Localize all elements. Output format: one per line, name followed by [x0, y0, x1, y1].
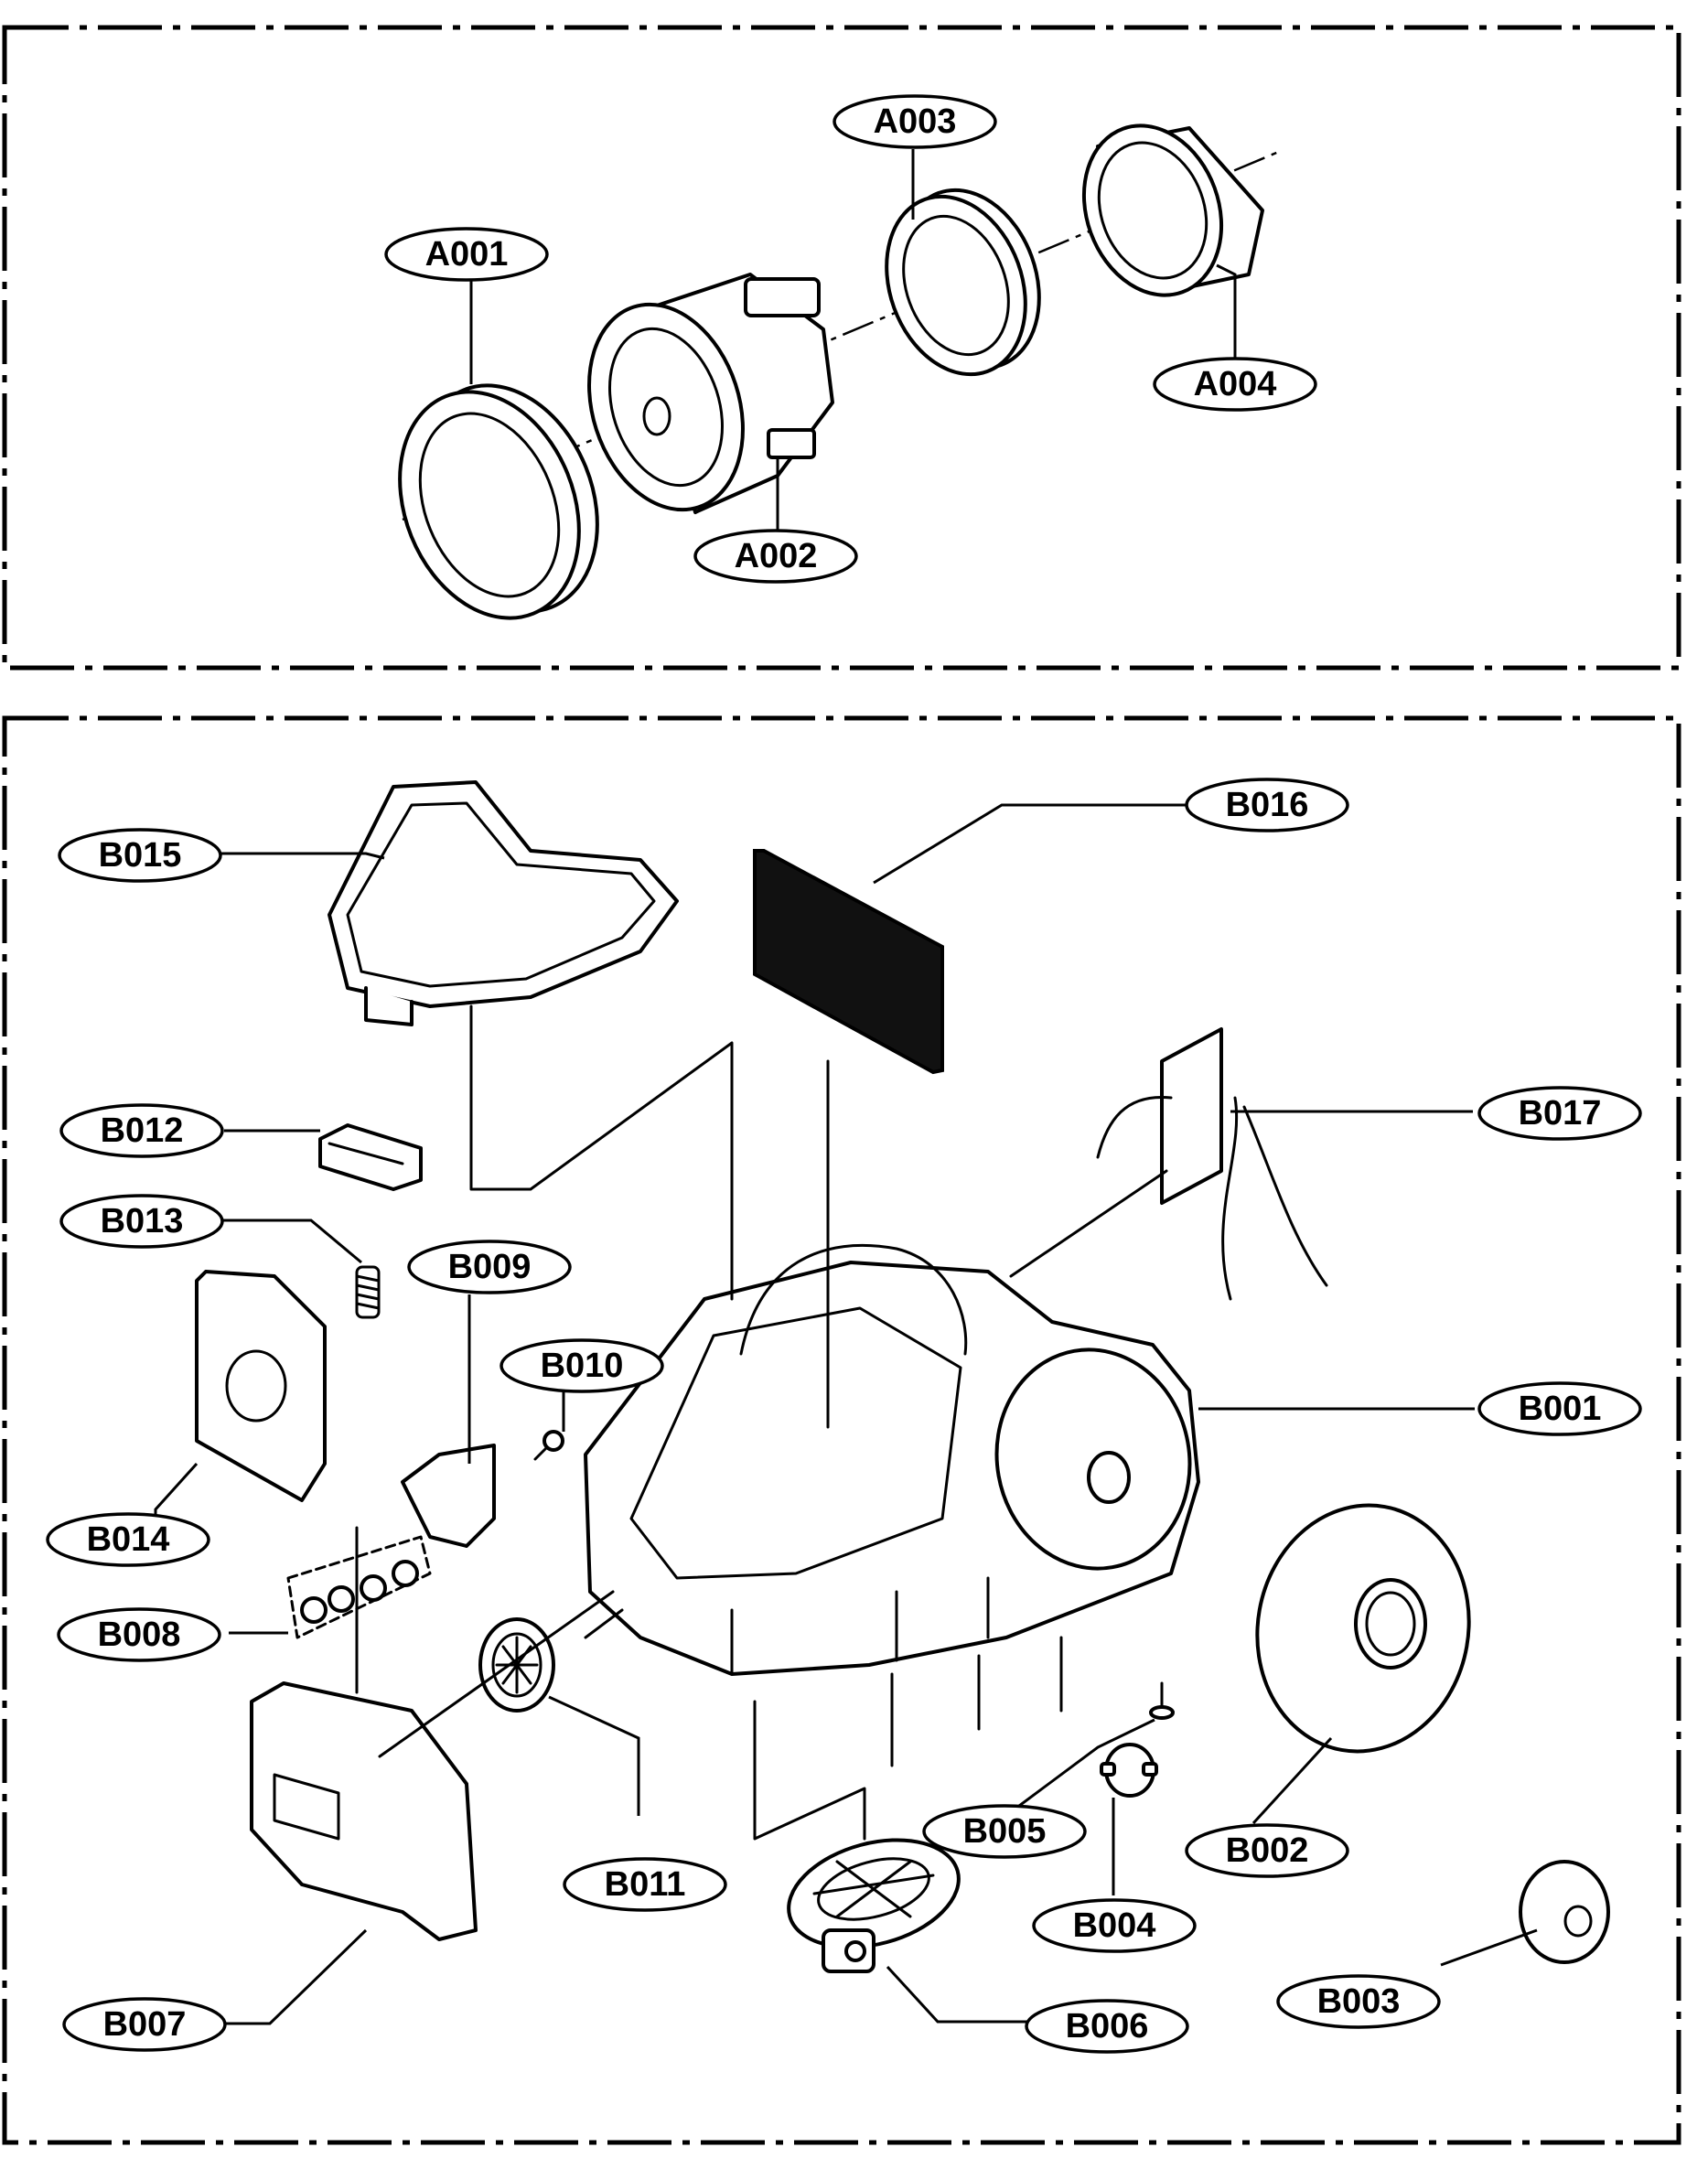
callout-b014: B014 — [46, 1512, 210, 1567]
callout-b016: B016 — [1185, 778, 1349, 832]
callout-a003: A003 — [833, 94, 997, 149]
part-a004-cup — [1081, 123, 1264, 297]
panel-a-frame — [2, 25, 1681, 671]
part-a001-front-ring — [398, 383, 599, 620]
part-b005-screw — [1149, 1681, 1175, 1720]
part-a002-motor — [587, 273, 834, 514]
part-b014-plate — [195, 1270, 327, 1502]
part-a003-ring — [885, 188, 1041, 377]
callout-b014-label: B014 — [87, 1520, 170, 1559]
callout-a001: A001 — [384, 227, 549, 282]
callout-b006-label: B006 — [1066, 2007, 1149, 2046]
callout-b011: B011 — [563, 1857, 727, 1912]
panel-b-frame — [2, 715, 1681, 2145]
part-b017-pcb — [1096, 1027, 1328, 1301]
callout-b008: B008 — [57, 1607, 221, 1662]
callout-a002: A002 — [693, 529, 858, 584]
callout-b013: B013 — [59, 1194, 224, 1249]
callout-b012-label: B012 — [101, 1111, 184, 1150]
part-b010-screw — [533, 1430, 564, 1461]
callout-b002: B002 — [1185, 1823, 1349, 1878]
callout-b007-label: B007 — [103, 2005, 187, 2044]
part-b011-wheel — [478, 1617, 555, 1713]
part-b001-body — [584, 1243, 1200, 1676]
part-b004-roller — [1100, 1743, 1158, 1798]
part-b012-clip — [318, 1123, 423, 1191]
panel-b — [195, 780, 1610, 1973]
part-b002-disc — [1255, 1503, 1471, 1754]
callout-a003-label: A003 — [874, 102, 957, 141]
part-b013-spring — [355, 1265, 381, 1319]
callout-b006: B006 — [1025, 1999, 1189, 2054]
part-b006-caster — [787, 1838, 961, 1973]
callout-b003-label: B003 — [1317, 1982, 1401, 2021]
callout-b001-label: B001 — [1519, 1390, 1602, 1428]
callout-b005: B005 — [922, 1804, 1087, 1859]
callout-a004: A004 — [1153, 357, 1317, 412]
part-b007-cover — [250, 1681, 478, 1941]
callout-b017: B017 — [1477, 1086, 1642, 1141]
part-b015-frame — [328, 780, 679, 1026]
part-b008-buttons — [286, 1535, 432, 1639]
callout-b004-label: B004 — [1073, 1906, 1156, 1945]
callout-b015-label: B015 — [99, 836, 182, 875]
callout-b017-label: B017 — [1519, 1094, 1602, 1133]
callout-b009: B009 — [407, 1240, 572, 1294]
callout-b008-label: B008 — [98, 1616, 181, 1654]
callout-b004: B004 — [1032, 1898, 1197, 1953]
callout-b010: B010 — [500, 1338, 664, 1393]
part-b016-filter — [753, 849, 944, 1075]
callout-b005-label: B005 — [963, 1812, 1047, 1851]
callout-b016-label: B016 — [1226, 786, 1309, 824]
callout-a001-label: A001 — [425, 235, 509, 274]
callout-b010-label: B010 — [541, 1347, 624, 1385]
callout-a004-label: A004 — [1194, 365, 1277, 403]
callout-b011-label: B011 — [605, 1865, 686, 1904]
panel-a — [398, 123, 1282, 620]
callout-b013-label: B013 — [101, 1202, 184, 1240]
callout-b001: B001 — [1477, 1381, 1642, 1436]
callout-a002-label: A002 — [735, 537, 818, 575]
callout-b002-label: B002 — [1226, 1831, 1309, 1870]
callout-b007: B007 — [62, 1997, 227, 2052]
callout-b009-label: B009 — [448, 1248, 532, 1286]
part-b003-cap — [1519, 1860, 1610, 1964]
part-b009-latch — [401, 1444, 496, 1548]
assembly-guide-lines — [355, 1004, 1168, 1841]
callout-b012: B012 — [59, 1103, 224, 1158]
leader-lines — [154, 149, 1538, 2025]
callout-b003: B003 — [1276, 1974, 1441, 2029]
callout-b015: B015 — [58, 828, 222, 883]
